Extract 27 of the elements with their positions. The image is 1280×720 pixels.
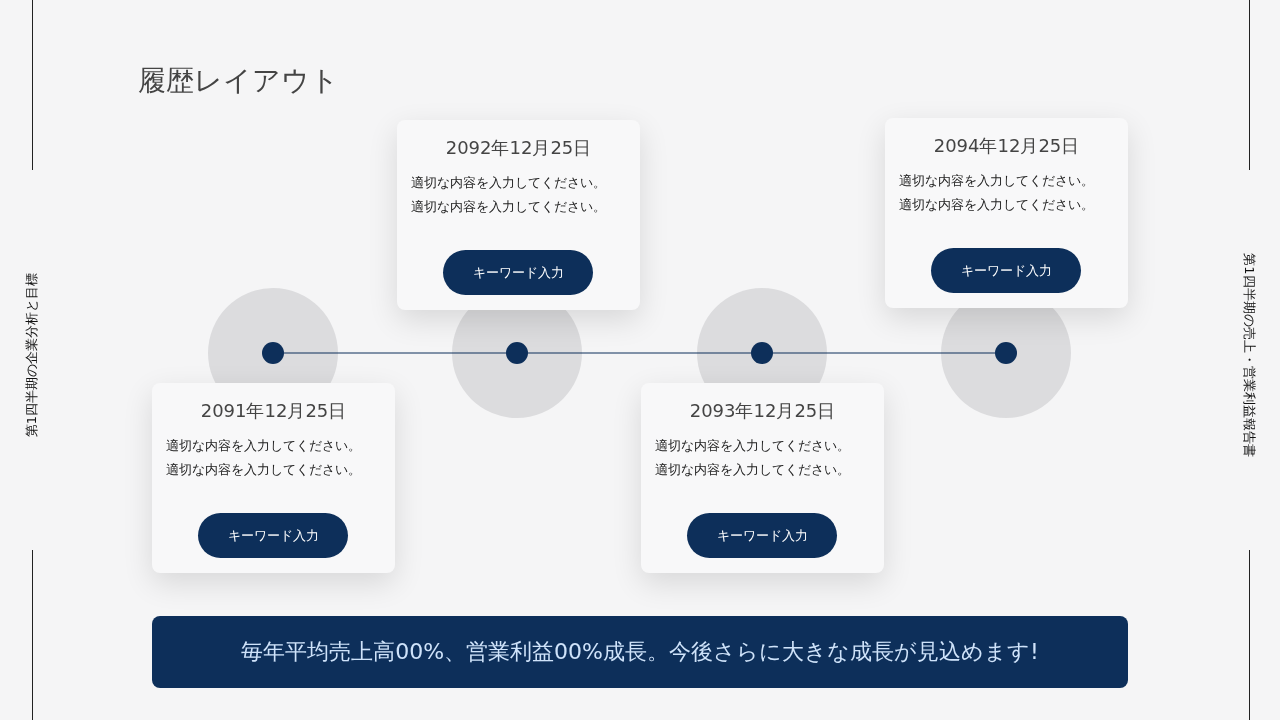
summary-banner: 毎年平均売上高00%、営業利益00%成長。今後さらに大きな成長が見込めます! xyxy=(152,616,1128,688)
timeline-line xyxy=(283,352,507,354)
body-text: 適切な内容を入力してください。 xyxy=(899,173,1095,190)
timeline-card xyxy=(152,383,395,573)
timeline-line xyxy=(772,352,996,354)
slide-title: 履歴レイアウト xyxy=(138,63,339,99)
body-text: 適切な内容を入力してください。 xyxy=(411,199,607,216)
timeline-line xyxy=(527,352,752,354)
keyword-button: キーワード入力 xyxy=(687,513,837,558)
date-heading: 2094年12月25日 xyxy=(932,134,1081,158)
body-text: 適切な内容を入力してください。 xyxy=(655,438,851,455)
timeline-card xyxy=(641,383,884,573)
timeline-card xyxy=(885,118,1128,308)
date-heading: 2093年12月25日 xyxy=(688,399,837,423)
body-text: 適切な内容を入力してください。 xyxy=(166,462,362,479)
date-heading: 2092年12月25日 xyxy=(444,136,593,160)
body-text: 適切な内容を入力してください。 xyxy=(899,197,1095,214)
body-text: 適切な内容を入力してください。 xyxy=(655,462,851,479)
timeline-card xyxy=(397,120,640,310)
date-heading: 2091年12月25日 xyxy=(199,399,348,423)
body-text: 適切な内容を入力してください。 xyxy=(411,175,607,192)
keyword-button: キーワード入力 xyxy=(931,248,1081,293)
keyword-button: キーワード入力 xyxy=(443,250,593,295)
side-caption: 第1四半期の売上・営業利益報告書 xyxy=(1241,253,1258,457)
side-caption: 第1四半期の企業分析と目標 xyxy=(23,272,40,438)
body-text: 適切な内容を入力してください。 xyxy=(166,438,362,455)
keyword-button: キーワード入力 xyxy=(198,513,348,558)
